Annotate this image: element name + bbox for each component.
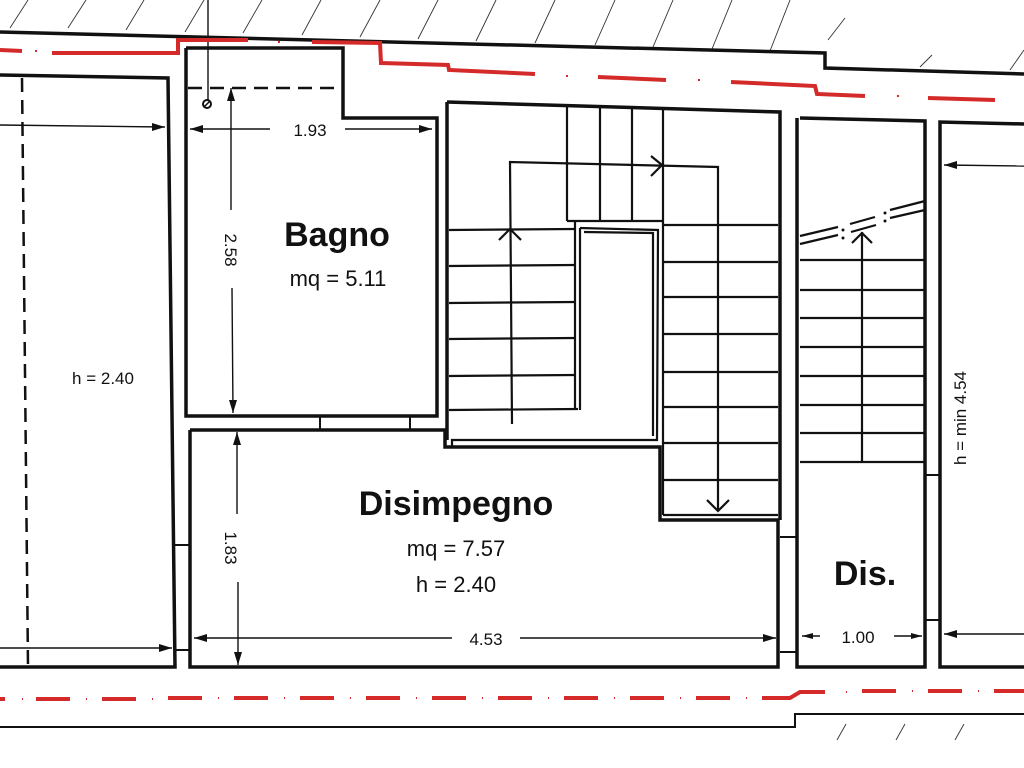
boundary-line-bottom [0,689,1024,701]
room-height-disimpegno: h = 2.40 [416,572,496,597]
dimension-bagno-width: 1.93 [293,121,326,140]
room-name-disimpegno: Disimpegno [359,485,554,523]
room-area-disimpegno: mq = 7.57 [407,536,505,561]
bagno-room [184,46,439,418]
right-room [925,120,1024,669]
main-staircase [445,100,782,520]
outer-wall-top [0,30,1024,76]
room-area-bagno: mq = 5.11 [290,266,387,291]
exterior-hatching [9,0,1024,741]
room-name-bagno: Bagno [284,216,390,254]
dis-room [780,116,927,669]
left-room [0,73,190,669]
dimension-disimpegno-depth: 1.83 [221,531,240,564]
right-room-height: h = min 4.54 [951,371,970,465]
left-room-height: h = 2.40 [72,369,134,388]
dimension-bagno-depth: 2.58 [221,233,240,266]
outer-wall-bottom [0,713,1024,728]
dimension-dis-width: 1.00 [841,628,874,647]
room-name-dis: Dis. [834,555,896,593]
disimpegno-room [188,428,780,669]
dimension-disimpegno-width: 4.53 [469,630,502,649]
boundary-line-top [0,38,996,102]
